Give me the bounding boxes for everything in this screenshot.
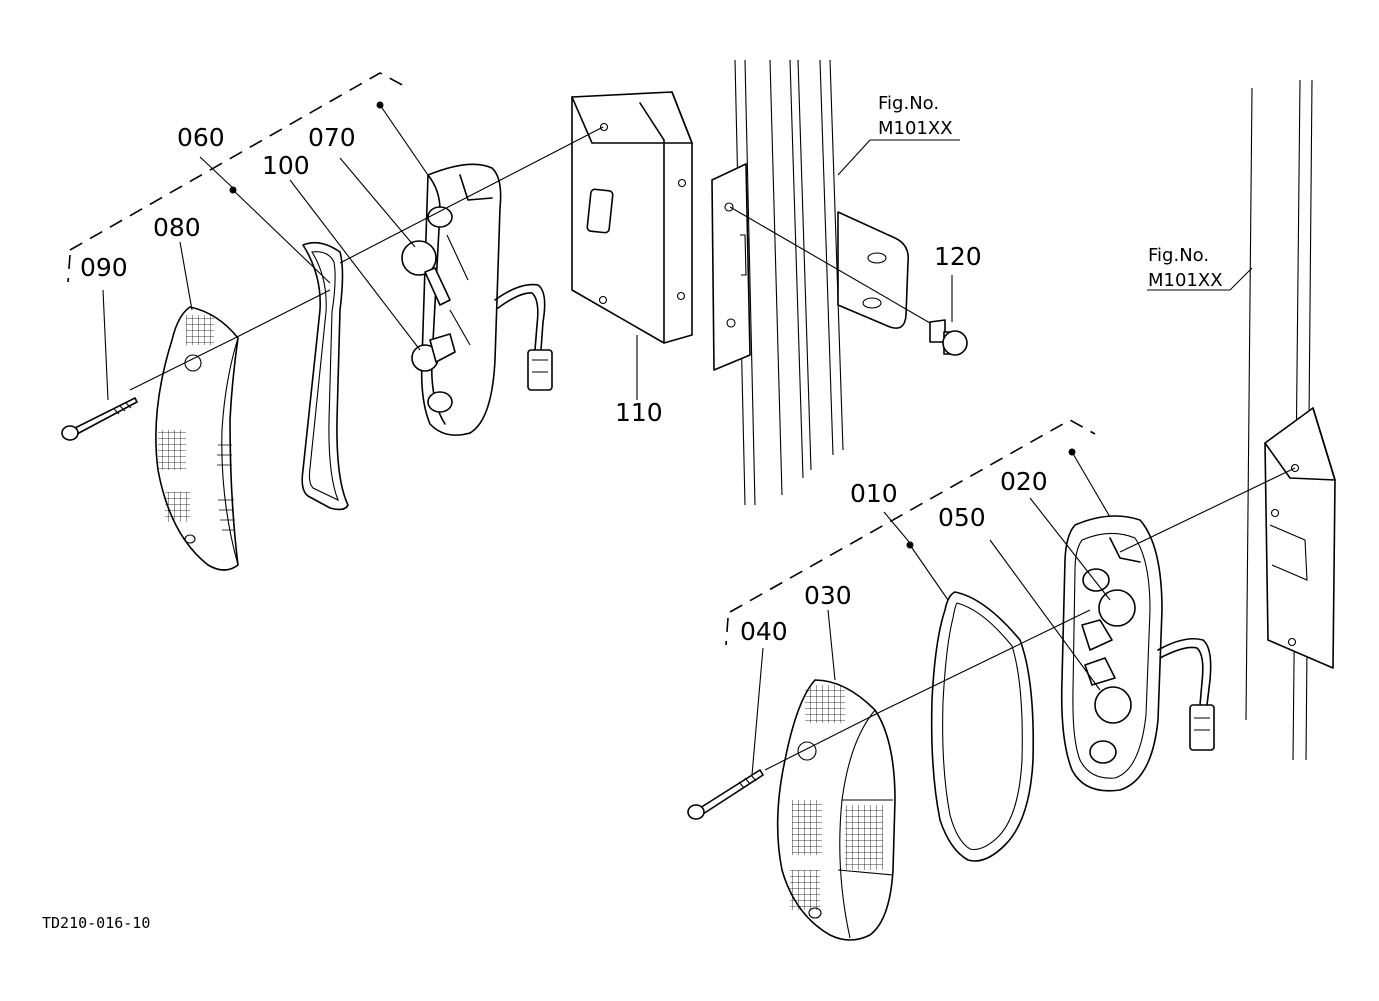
label-120: 120 <box>934 242 982 271</box>
label-070: 070 <box>308 123 356 152</box>
bolt-120 <box>929 319 968 356</box>
bracket-right <box>1264 407 1336 669</box>
mounting-plate <box>711 163 751 371</box>
label-090: 090 <box>80 253 128 282</box>
label-060: 060 <box>177 123 225 152</box>
label-030: 030 <box>804 581 852 610</box>
drawing-code: TD210-016-10 <box>42 914 150 932</box>
fig-ref-1-line2: M101XX <box>878 118 953 139</box>
bulb-070 <box>401 240 456 372</box>
gasket-050 <box>930 591 1035 862</box>
lens-030 <box>776 679 896 941</box>
screw-090 <box>61 397 138 441</box>
screw-040 <box>687 769 764 820</box>
label-010: 010 <box>850 479 898 508</box>
lamp-body-060 <box>420 163 553 436</box>
leader-lines <box>102 101 1253 776</box>
group-line-upper <box>67 72 409 283</box>
fig-ref-right: Fig.No. M101XX <box>1148 245 1223 291</box>
lamp-body-010 <box>1060 515 1215 792</box>
label-100: 100 <box>262 151 310 180</box>
part-labels: 060 070 100 080 090 110 120 010 020 050 … <box>80 123 1048 646</box>
label-050: 050 <box>938 503 986 532</box>
frame-structure-upper <box>734 59 910 506</box>
label-040: 040 <box>740 617 788 646</box>
group-line-lower <box>725 419 1096 646</box>
centerlines <box>129 126 1296 771</box>
label-110: 110 <box>615 398 663 427</box>
bracket-110 <box>571 91 693 344</box>
label-080: 080 <box>153 213 201 242</box>
fig-ref-upper: Fig.No. M101XX <box>878 93 953 139</box>
fig-ref-1-line1: Fig.No. <box>878 93 939 114</box>
fig-ref-2-line1: Fig.No. <box>1148 245 1209 266</box>
lens-080 <box>155 306 239 571</box>
gasket-100 <box>301 241 349 511</box>
fig-ref-2-line2: M101XX <box>1148 270 1223 291</box>
label-020: 020 <box>1000 467 1048 496</box>
